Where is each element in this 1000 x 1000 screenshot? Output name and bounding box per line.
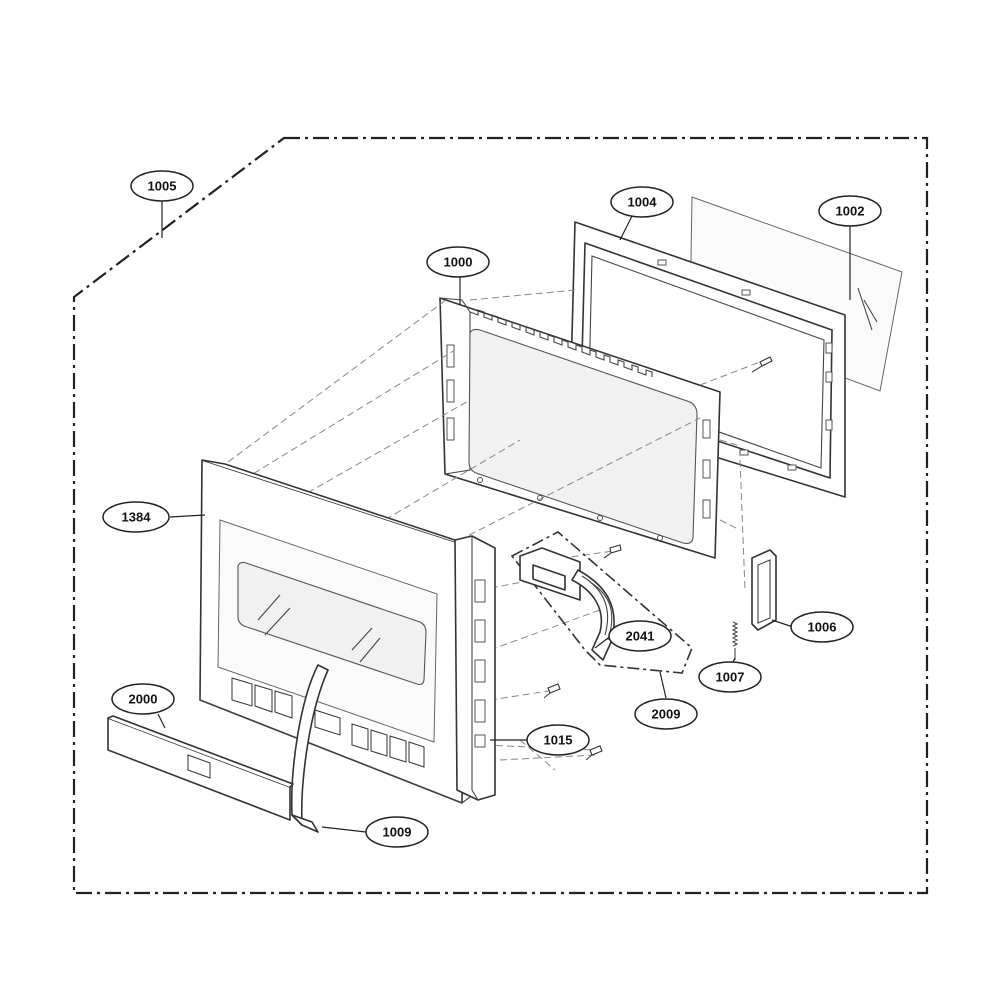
part-1006-bracket <box>751 549 777 631</box>
callout-2000: 2000 <box>111 683 175 715</box>
part-1009-strip <box>290 664 329 833</box>
callout-1000: 1000 <box>426 246 490 278</box>
callout-2009: 2009 <box>634 698 698 730</box>
callout-1005: 1005 <box>130 170 194 202</box>
leader-lines <box>157 201 851 833</box>
part-2000-badge <box>107 715 294 821</box>
callout-1007-label: 1007 <box>716 670 745 685</box>
callout-1384: 1384 <box>102 501 170 533</box>
callout-2041: 2041 <box>608 620 672 652</box>
callout-2009-label: 2009 <box>652 707 681 722</box>
callout-1000-label: 1000 <box>444 255 473 270</box>
callout-1005-label: 1005 <box>148 179 177 194</box>
part-1000-inner-panel <box>439 297 721 559</box>
callout-1004-label: 1004 <box>628 195 658 210</box>
callout-1015-label: 1015 <box>544 733 573 748</box>
callout-1002: 1002 <box>818 195 882 227</box>
part-1007-spring <box>731 621 739 660</box>
callout-1007: 1007 <box>698 661 762 693</box>
callout-1006: 1006 <box>790 611 854 643</box>
screw-1004 <box>751 356 773 373</box>
callout-1009: 1009 <box>365 816 429 848</box>
latch-strip <box>454 535 496 801</box>
callout-1015: 1015 <box>526 724 590 756</box>
screws <box>543 544 622 761</box>
part-1384-front-panel <box>199 459 471 804</box>
callout-2041-label: 2041 <box>626 629 655 644</box>
part-2009-outline <box>510 531 693 674</box>
callout-1006-label: 1006 <box>808 620 837 635</box>
callout-1384-label: 1384 <box>122 510 152 525</box>
part-2041-pcb <box>519 547 615 661</box>
callout-1002-label: 1002 <box>836 204 865 219</box>
assembly-boundary <box>72 136 929 895</box>
callout-2000-label: 2000 <box>129 692 158 707</box>
callout-1004: 1004 <box>610 186 674 218</box>
callout-labels: 1005 1004 1002 1000 1384 2041 1006 1007 <box>102 170 882 848</box>
callout-1009-label: 1009 <box>383 825 412 840</box>
